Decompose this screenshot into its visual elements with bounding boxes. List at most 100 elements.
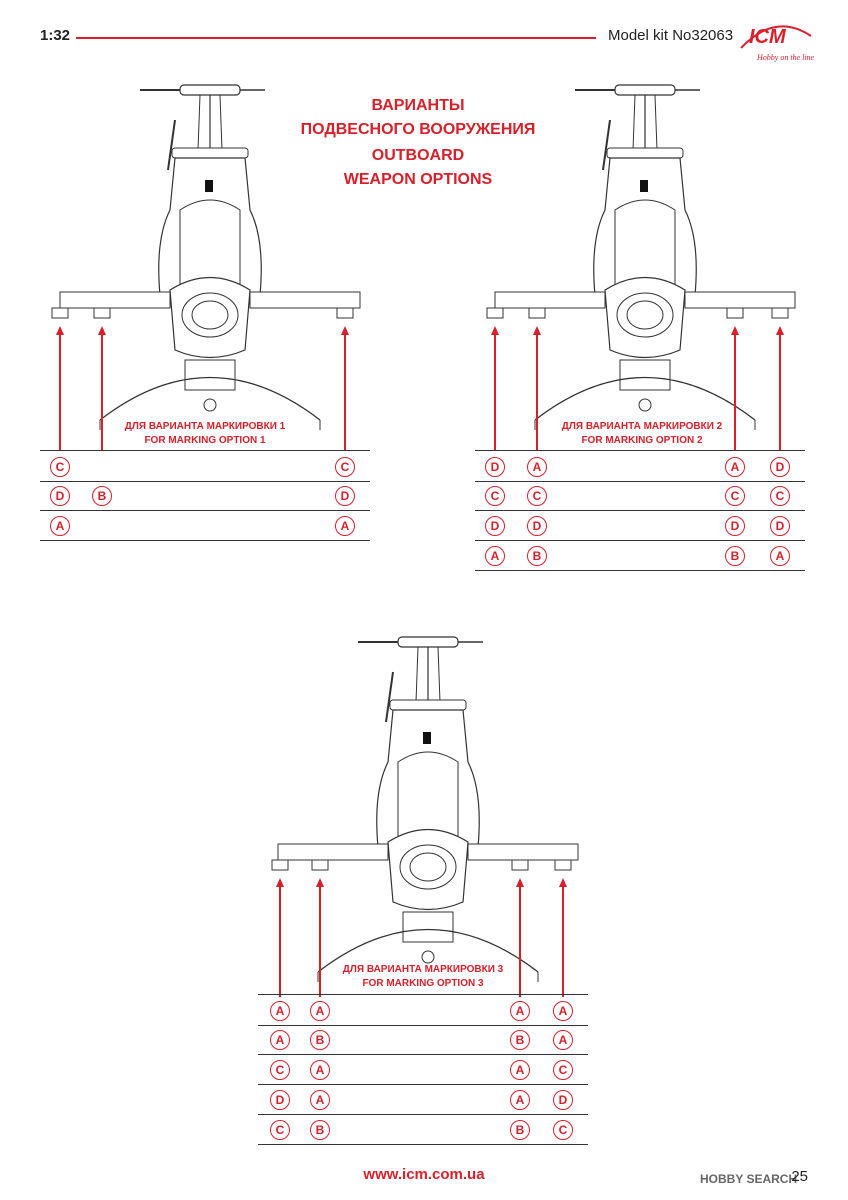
weapon-code-a: A — [510, 1090, 530, 1110]
right-wing — [249, 291, 361, 309]
weapon-code-b: B — [92, 486, 112, 506]
caption-en-3: FOR MARKING OPTION 3 — [362, 978, 484, 989]
pylon — [51, 307, 69, 319]
weapon-code-a: A — [553, 1030, 573, 1050]
rotor-link — [632, 94, 636, 151]
weapon-code-c: C — [50, 457, 70, 477]
arrow-head — [491, 326, 499, 335]
caption-ru-1: ДЛЯ ВАРИАНТА МАРКИРОВКИ 1 — [124, 421, 286, 432]
weapon-code-a: A — [770, 546, 790, 566]
caption-ru-3: ДЛЯ ВАРИАНТА МАРКИРОВКИ 3 — [342, 964, 504, 975]
title-en: OUTBOARD WEAPON OPTIONS — [288, 144, 548, 192]
rotor-hub — [397, 636, 459, 648]
weapon-code-d: D — [485, 516, 505, 536]
landing-skid — [317, 928, 539, 973]
fuselage — [376, 709, 480, 848]
weapon-code-a: A — [527, 457, 547, 477]
arrow-head — [56, 326, 64, 335]
weapon-code-a: A — [725, 457, 745, 477]
icm-logo: ICM Hobby on the line — [735, 18, 815, 66]
rotor-hub — [179, 84, 241, 96]
kit-number: Model kit No32063 — [608, 27, 734, 44]
caption-ru-2: ДЛЯ ВАРИАНТА МАРКИРОВКИ 2 — [561, 421, 723, 432]
landing-skid — [99, 376, 321, 421]
caption-option-2: ДЛЯ ВАРИАНТА МАРКИРОВКИ 2 FOR MARKING OP… — [527, 420, 757, 448]
rotor-link — [197, 94, 201, 151]
nose-window — [181, 292, 239, 338]
caption-en-2: FOR MARKING OPTION 2 — [581, 435, 703, 446]
antenna-block — [640, 180, 648, 192]
title-line-3: OUTBOARD — [371, 147, 465, 164]
weapon-code-a: A — [553, 1001, 573, 1021]
weapon-code-a: A — [270, 1030, 290, 1050]
weapon-code-b: B — [510, 1030, 530, 1050]
left-wing — [277, 843, 389, 861]
logo-text: ICM — [749, 26, 786, 48]
title-line-1: ВАРИАНТЫ — [371, 97, 465, 114]
weapon-code-d: D — [770, 516, 790, 536]
engine-cowling — [171, 147, 249, 159]
weapon-code-d: D — [527, 516, 547, 536]
turret-gun — [638, 398, 652, 412]
weapon-code-b: B — [310, 1030, 330, 1050]
pylon — [554, 859, 572, 871]
canopy — [614, 199, 676, 296]
tail-rotor — [167, 119, 176, 171]
caption-option-3: ДЛЯ ВАРИАНТА МАРКИРОВКИ 3 FOR MARKING OP… — [308, 963, 538, 991]
weapon-code-d: D — [485, 457, 505, 477]
left-wing — [59, 291, 171, 309]
weapon-code-c: C — [770, 486, 790, 506]
title-line-2: ПОДВЕСНОГО ВООРУЖЕНИЯ — [300, 121, 536, 138]
helicopter-drawing-2 — [486, 84, 796, 450]
weapon-code-d: D — [725, 516, 745, 536]
helicopter-drawing-1 — [51, 84, 361, 450]
nose-window-inner — [409, 852, 447, 882]
header-rule — [76, 37, 596, 39]
weapon-code-c: C — [553, 1060, 573, 1080]
logo-tagline: Hobby on the line — [757, 53, 815, 62]
weapon-code-c: C — [270, 1120, 290, 1140]
watermark: HOBBY SEARCH — [700, 1172, 798, 1186]
arrow-head — [316, 878, 324, 887]
title-ru: ВАРИАНТЫ ПОДВЕСНОГО ВООРУЖЕНИЯ — [288, 94, 548, 142]
weapon-code-b: B — [725, 546, 745, 566]
nose-window — [616, 292, 674, 338]
weapon-code-d: D — [335, 486, 355, 506]
arrow-head — [516, 878, 524, 887]
gun-turret — [184, 359, 236, 391]
nose — [387, 828, 469, 911]
left-wing — [494, 291, 606, 309]
gun-turret — [402, 911, 454, 943]
pylon — [726, 307, 744, 319]
engine-cowling — [606, 147, 684, 159]
nose — [604, 276, 686, 359]
arrow-head — [276, 878, 284, 887]
rotor-link — [219, 94, 223, 151]
antenna-block — [205, 180, 213, 192]
pylon — [271, 859, 289, 871]
tail-rotor — [602, 119, 611, 171]
weapon-code-a: A — [310, 1090, 330, 1110]
landing-skid — [534, 376, 756, 421]
weapon-code-d: D — [50, 486, 70, 506]
weapon-code-a: A — [310, 1001, 330, 1021]
weapon-code-b: B — [527, 546, 547, 566]
arrow-head — [776, 326, 784, 335]
weapon-code-c: C — [553, 1120, 573, 1140]
pylon — [511, 859, 529, 871]
canopy — [397, 751, 459, 848]
rotor-hub — [614, 84, 676, 96]
right-wing — [684, 291, 796, 309]
rotor-link — [437, 646, 441, 703]
tail-rotor — [385, 671, 394, 723]
nose-window — [399, 844, 457, 890]
